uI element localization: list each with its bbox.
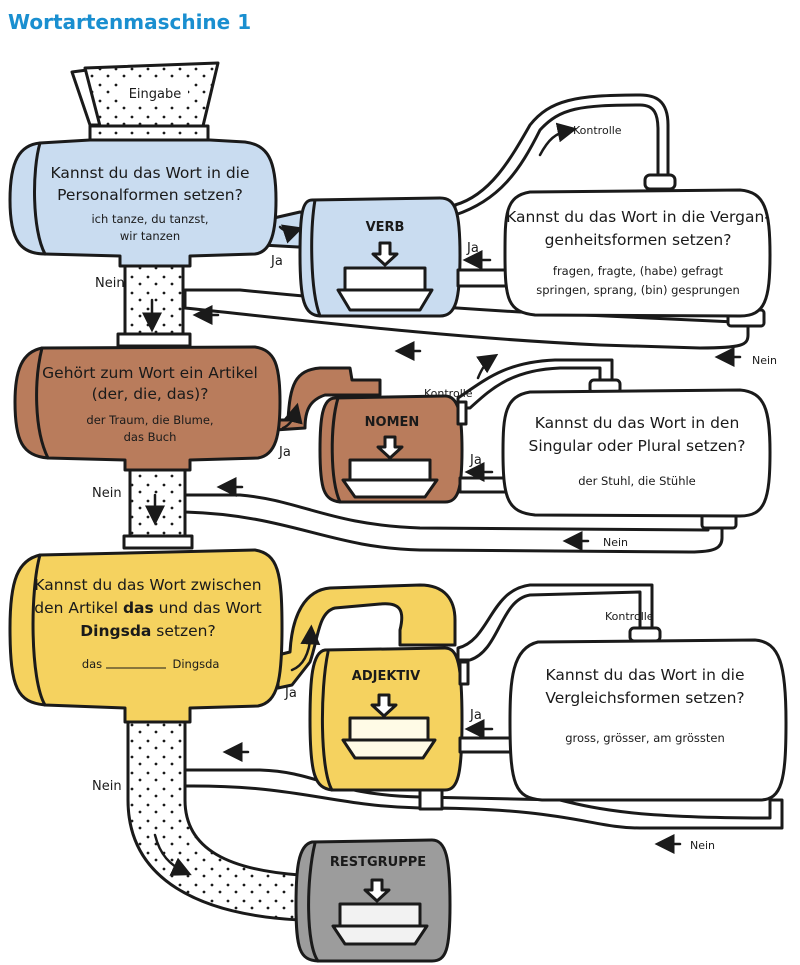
output-tray [341, 738, 437, 760]
pipe-flange [456, 400, 468, 426]
question-text: genheitsformen setzen? [545, 231, 732, 249]
category-label-restgruppe: RESTGRUPPE [330, 855, 426, 870]
pipe-flange [122, 534, 194, 550]
question-text: (der, die, das)? [92, 385, 209, 403]
page-title: Wortartenmaschine 1 [8, 10, 251, 34]
pipe-flange [458, 660, 470, 686]
arrow-icon [281, 402, 303, 430]
example-text: der Stuhl, die Stühle [578, 474, 696, 488]
arrow-icon [153, 833, 192, 876]
output-tray [343, 266, 427, 292]
example-text: das [82, 657, 102, 671]
no-label: Nein [752, 354, 777, 367]
example-text: gross, grösser, am grössten [565, 731, 725, 745]
question-text: Kannst du das Wort in die [545, 666, 744, 684]
pipe-flange [116, 332, 192, 348]
no-pipe-1 [123, 253, 185, 342]
no-label: Nein [92, 779, 122, 794]
down-arrow-icon [371, 241, 399, 267]
adjektiv-return-pipe [183, 768, 784, 830]
question-text: Kannst du das Wort in die [50, 164, 249, 182]
verb-question-tank: Kannst du das Wort in die Personalformen… [8, 138, 314, 268]
input-label: Eingabe [129, 87, 182, 102]
question-text: Kannst du das Wort in den [535, 414, 740, 432]
category-label-nomen: NOMEN [365, 415, 420, 430]
yes-label: Ja [469, 453, 482, 468]
question-text: den Artikel das und das Wort [34, 599, 262, 617]
arrow-icon [290, 624, 321, 672]
question-text: Singular oder Plural setzen? [529, 437, 746, 455]
no-label: Nein [603, 536, 628, 549]
example-text: ich tanze, du tanzst, [91, 212, 208, 226]
question-text: Kannst du das Wort in die Vergan- [506, 208, 770, 226]
no-label: Nein [95, 276, 125, 291]
example-text: wir tanzen [120, 229, 180, 243]
input-hopper: Eingabe [70, 61, 220, 143]
output-tray [348, 716, 430, 742]
yes-label: Ja [278, 445, 291, 460]
arrow-icon [278, 224, 304, 244]
arrow-icon [538, 122, 578, 157]
example-text: springen, sprang, (bin) gesprungen [536, 283, 740, 297]
output-tray [341, 478, 439, 499]
question-text: Personalformen setzen? [57, 186, 243, 204]
yes-label: Ja [284, 686, 297, 701]
nomen-control-pipe [456, 358, 622, 410]
question-text: Kannst du das Wort zwischen [34, 576, 261, 594]
verb-output-box: VERB [298, 196, 462, 318]
output-tray [331, 924, 429, 946]
yes-label: Ja [466, 241, 479, 256]
no-label: Nein [92, 486, 122, 501]
yes-label: Ja [469, 708, 482, 723]
question-text: Gehört zum Wort ein Artikel [42, 364, 258, 382]
verb-control-pipe [453, 93, 677, 217]
no-pipe-3 [126, 708, 302, 922]
output-tray [338, 902, 422, 928]
example-text: fragen, fragte, (habe) gefragt [553, 264, 724, 278]
down-arrow-icon [363, 878, 391, 903]
example-text: das Buch [124, 430, 177, 444]
question-text: Vergleichsformen setzen? [545, 689, 744, 707]
adjektiv-check-tank: Kannst du das Wort in die Vergleichsform… [508, 638, 788, 802]
adjektiv-question-tank: Kannst du das Wort zwischen den Artikel … [8, 548, 457, 724]
verb-check-tank: Kannst du das Wort in die Vergan- genhei… [503, 188, 772, 318]
yes-pipe [458, 736, 517, 754]
category-label-adjektiv: ADJEKTIV [352, 669, 420, 684]
output-tray [336, 288, 434, 312]
arrow-icon [476, 353, 499, 380]
question-text: Dingsda setzen? [80, 622, 215, 640]
category-label-verb: VERB [366, 220, 405, 235]
control-label: Kontrolle [573, 124, 622, 137]
no-pipe-2 [128, 458, 187, 542]
output-tray [348, 458, 432, 482]
example-text: Dingsda [173, 657, 220, 671]
yes-label: Ja [270, 254, 283, 269]
control-label: Kontrolle [424, 387, 473, 400]
no-label: Nein [690, 839, 715, 852]
down-arrow-icon [376, 435, 404, 460]
nomen-check-tank: Kannst du das Wort in den Singular oder … [501, 388, 772, 518]
restgruppe-output-box: RESTGRUPPE [294, 838, 452, 963]
example-text: der Traum, die Blume, [86, 413, 213, 427]
adjektiv-output-box: ADJEKTIV [308, 646, 464, 792]
down-arrow-icon [370, 693, 398, 718]
control-label: Kontrolle [605, 610, 654, 623]
nomen-output-box: NOMEN [318, 394, 464, 504]
